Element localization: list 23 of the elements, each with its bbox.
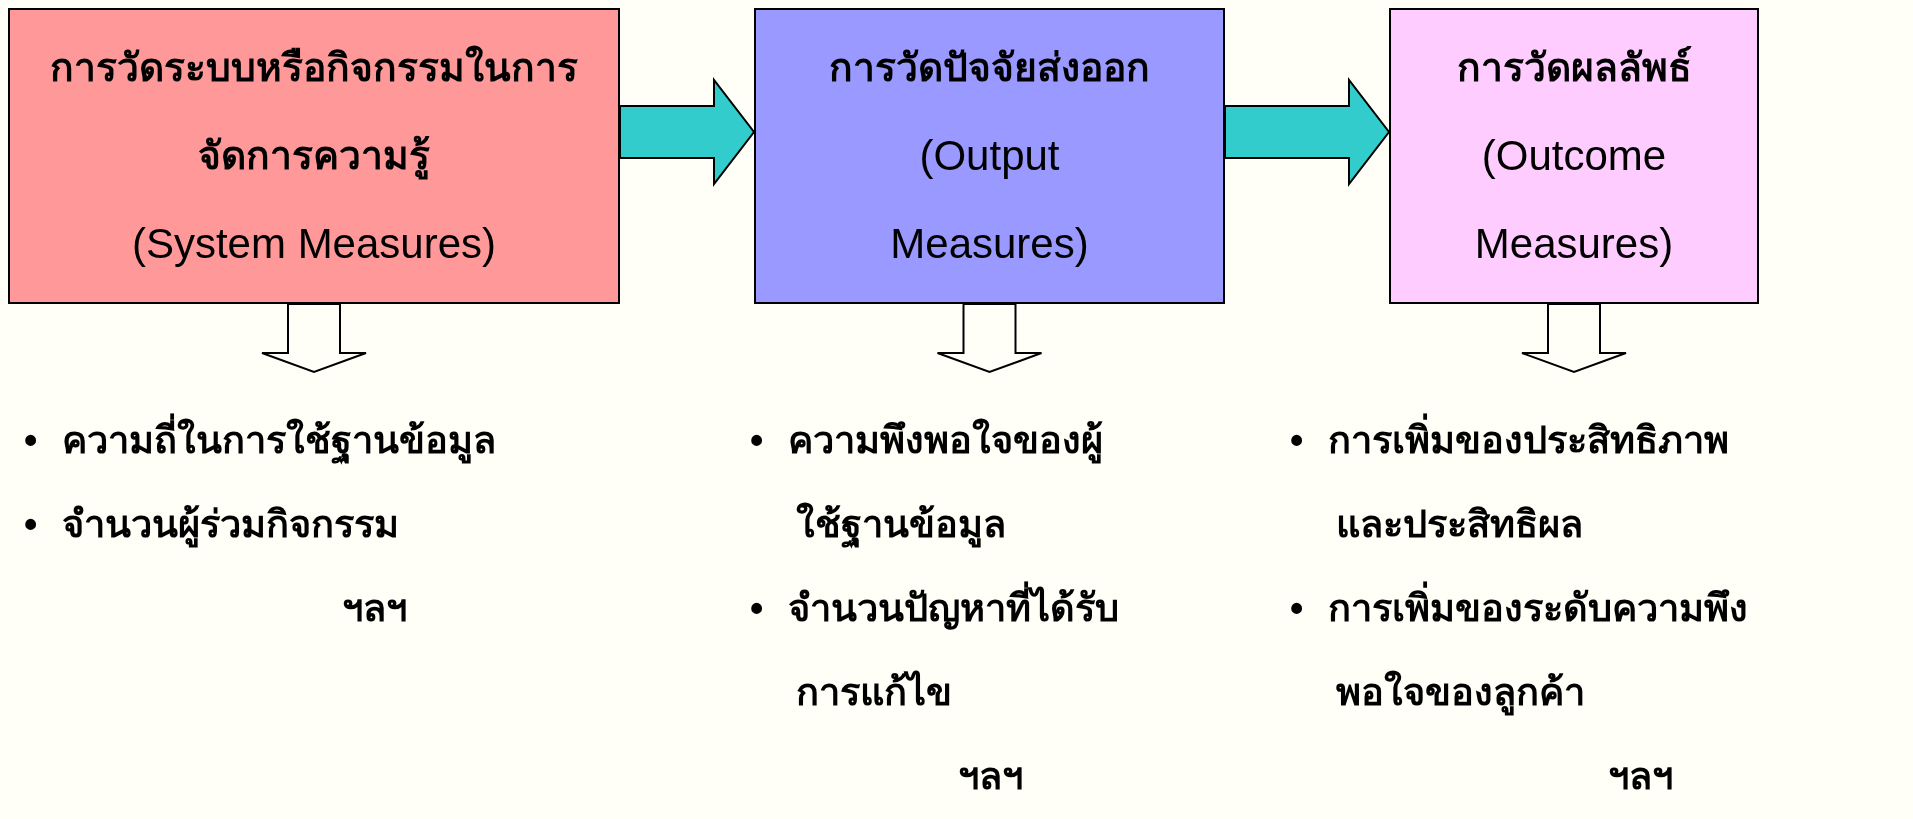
bullet-item: • จำนวนปัญหาที่ได้รับการแก้ไข (750, 566, 1130, 734)
process-box (1389, 8, 1759, 304)
bullet-item: • ความถี่ในการใช้ฐานข้อมูล (24, 398, 704, 482)
block-arrow (936, 303, 1043, 374)
box-subtitle: (Output Measures) (889, 131, 1090, 269)
box-heading: การวัดปัจจัยส่งออก (829, 45, 1150, 91)
bullet-item: • การเพิ่มของระดับความพึงพอใจของลูกค้า (1290, 566, 1780, 734)
block-arrow (1224, 77, 1391, 187)
box-subtitle: (System Measures) (131, 219, 497, 269)
bullet-item: • ความพึงพอใจของผู้ใช้ฐานข้อมูล (750, 398, 1130, 566)
box-heading: การวัดระบบหรือกิจกรรมในการจัดการความรู้ (26, 24, 602, 200)
box-subtitle: (Outcome Measures) (1473, 131, 1675, 269)
etc-note: ฯลฯ (340, 586, 408, 631)
bullet-item: • การเพิ่มของประสิทธิภาพและประสิทธิผล (1290, 398, 1780, 566)
block-arrow (619, 77, 756, 187)
process-box (754, 8, 1225, 304)
block-arrow (1521, 303, 1627, 374)
process-box (8, 8, 620, 304)
bullet-item: • จำนวนผู้ร่วมกิจกรรม (24, 482, 704, 566)
box-heading: การวัดผลลัพธ์ (1456, 45, 1692, 91)
etc-note: ฯลฯ (1606, 754, 1674, 799)
block-arrow (261, 303, 367, 374)
etc-note: ฯลฯ (956, 754, 1024, 799)
